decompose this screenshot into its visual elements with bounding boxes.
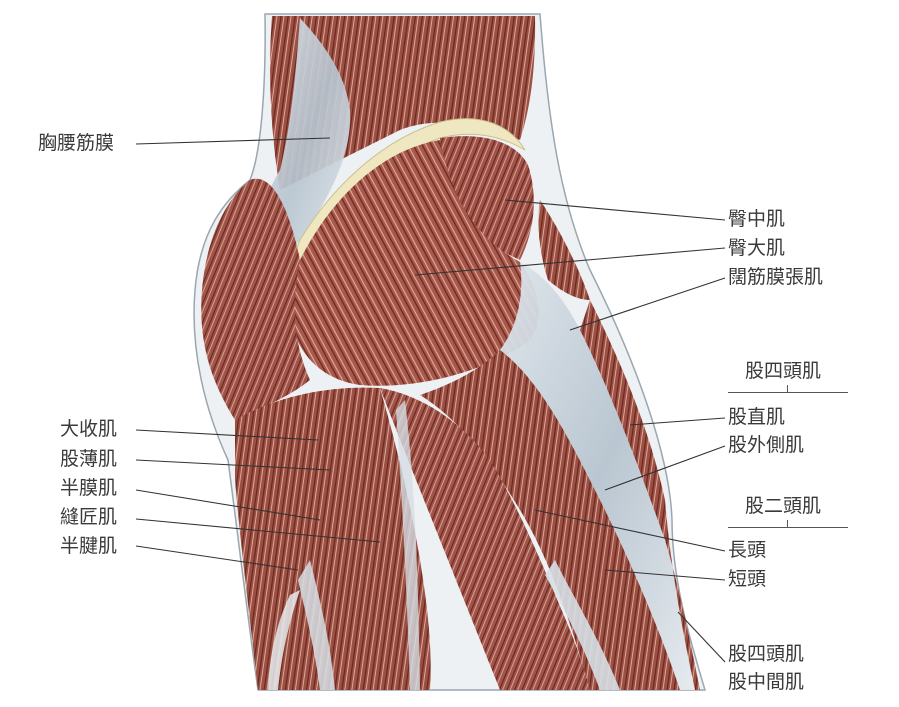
label-gluteus-maximus: 臀大肌 [728,237,786,259]
gluteus-maximus-shape [292,140,539,386]
label-vastus-lateralis: 股外側肌 [728,434,805,456]
vastus-lateralis-shape [420,350,680,690]
label-short-head: 短頭 [728,568,767,590]
label-adductor-magnus: 大收肌 [60,418,118,440]
leader-gluteus-medius [504,199,726,221]
gluteus-medius-shape [440,136,534,260]
group-quadriceps-rule [728,392,848,393]
leader-rectus-femoris [629,417,726,426]
label-gluteus-medius: 臀中肌 [728,208,786,230]
group-quadriceps-tick [787,385,788,392]
leader-gracilis [135,459,331,471]
label-semimembranosus: 半膜肌 [60,477,118,499]
label-semitendinosus: 半腱肌 [60,535,118,557]
left-hip-muscles [201,178,310,420]
posterior-fascia-strip [396,400,420,690]
leader-semimembranosus [135,489,321,521]
iliotibial-band-shape [500,262,700,690]
leader-short-head [604,569,726,581]
leader-lines [135,137,726,663]
label-quadriceps: 股四頭肌 [728,643,805,665]
semimembranosus-tendon [268,590,300,690]
group-biceps-femoris-tick [787,520,788,527]
label-tensor-fasciae-latae: 闊筋膜張肌 [728,266,824,288]
tensor-fasciae-latae-shape [538,200,590,300]
leader-quadriceps-intermedius [677,611,726,663]
leader-sartorius [135,518,381,543]
biceps-femoris-shape [380,388,590,690]
biceps-tendon [545,560,620,690]
group-quadriceps-header: 股四頭肌 [745,360,822,382]
semitendinosus-tendon [298,560,335,690]
group-biceps-femoris-header: 股二頭肌 [745,495,822,517]
leader-thoracolumbar-fascia [135,137,331,145]
leader-vastus-lateralis [604,445,726,491]
label-vastus-intermedius: 股中間肌 [728,671,805,693]
group-biceps-femoris-rule [728,527,848,528]
label-thoracolumbar-fascia: 胸腰筋膜 [38,132,115,154]
leader-gluteus-maximus [414,247,726,276]
leader-long-head [534,509,726,552]
label-sartorius: 縫匠肌 [60,506,118,528]
label-rectus-femoris: 股直肌 [728,406,786,428]
label-gracilis: 股薄肌 [60,448,118,470]
leader-semitendinosus [135,545,299,571]
label-long-head: 長頭 [728,539,767,561]
anterior-thigh-shape [580,300,700,690]
leader-tensor-fasciae-latae [569,277,726,331]
leader-adductor-magnus [135,429,319,441]
